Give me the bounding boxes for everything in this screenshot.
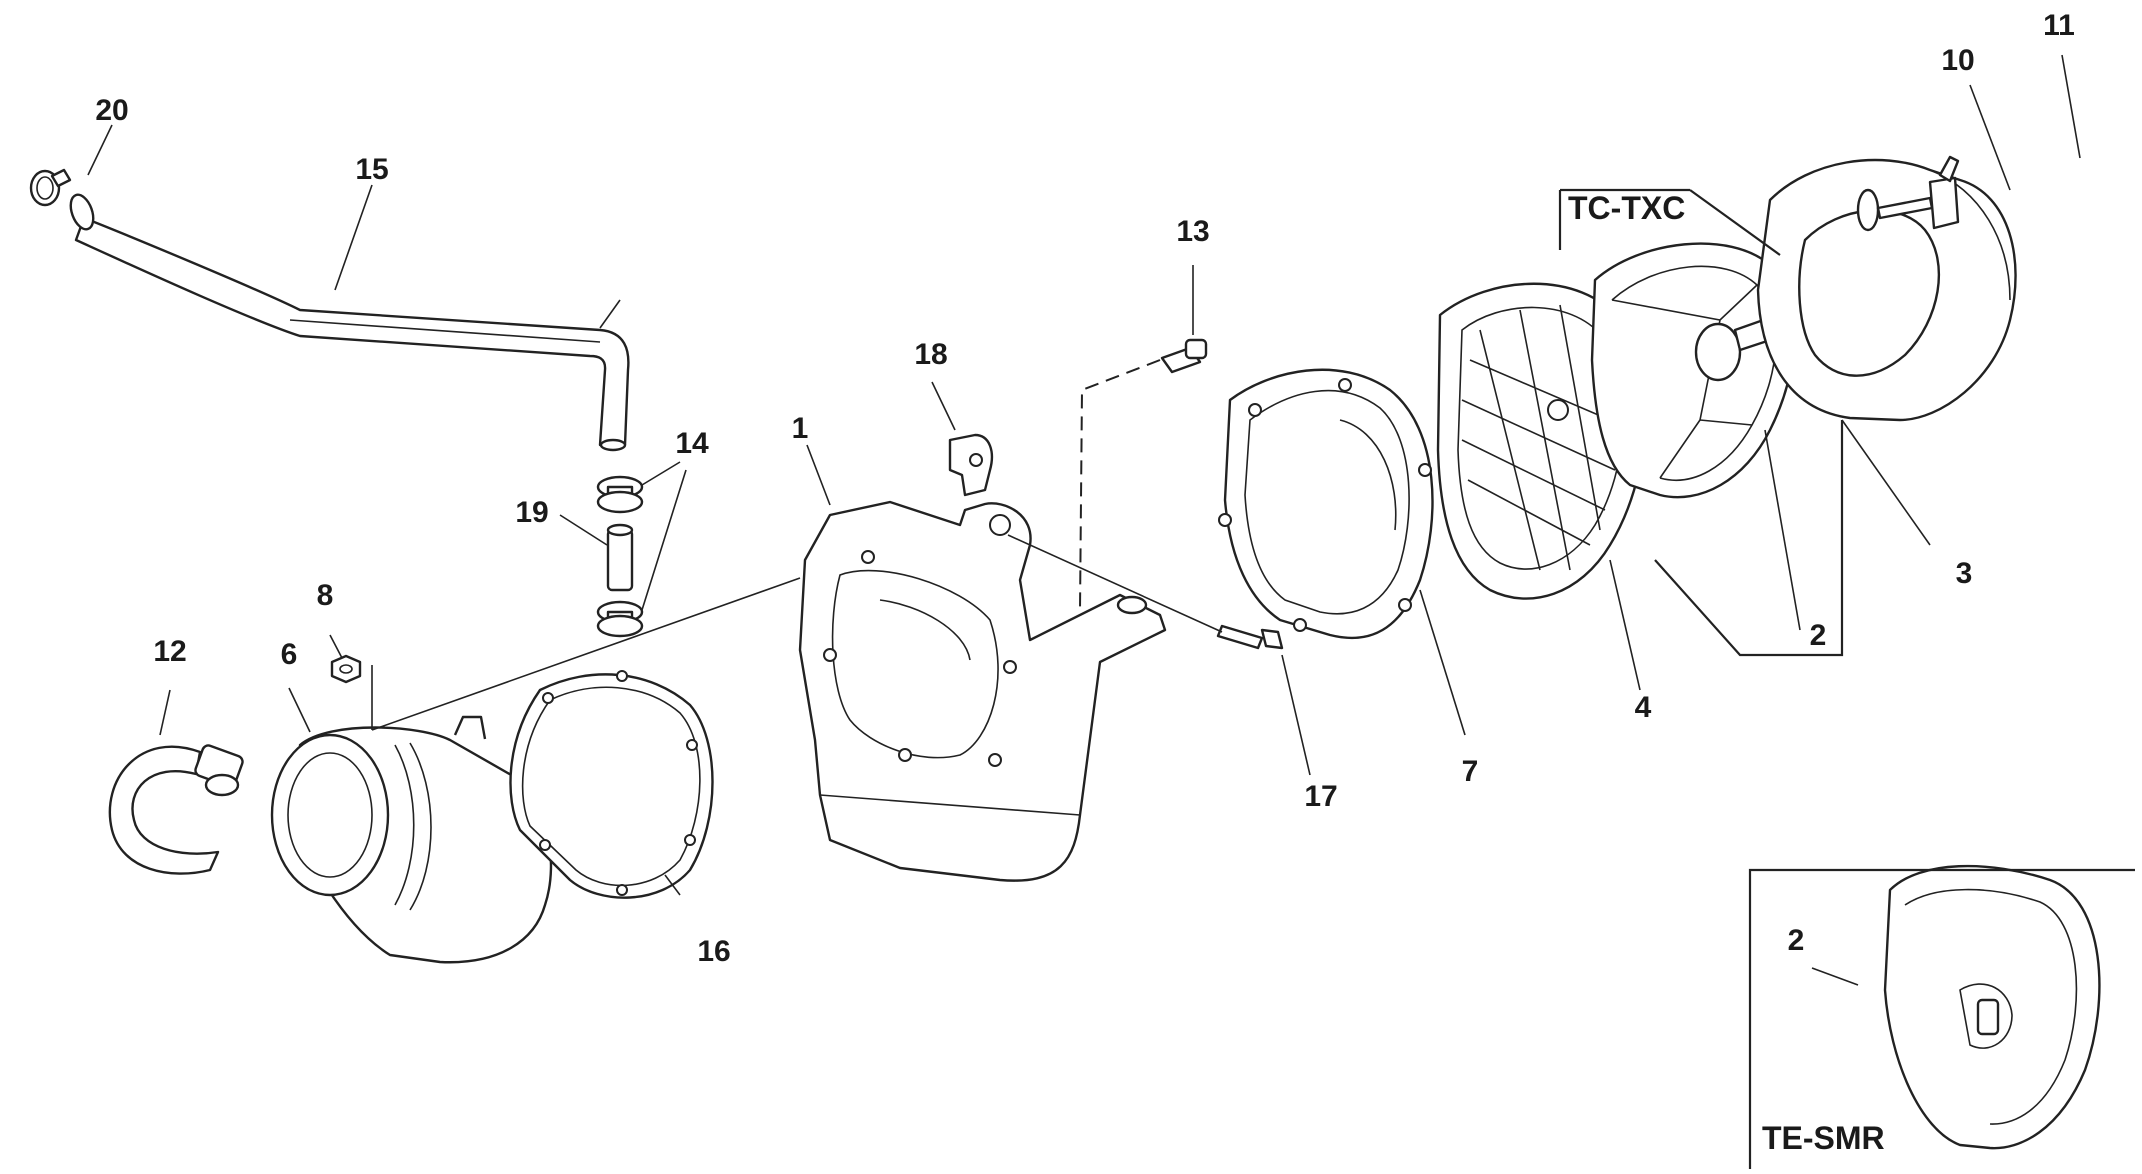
- inset-part-2-filter-cage: [1883, 864, 2101, 1150]
- part-7-filter-frame: [1218, 368, 1434, 640]
- callout-17: 17: [1304, 780, 1338, 813]
- part-8-nut: [330, 654, 362, 684]
- callout-7: 7: [1461, 755, 1479, 788]
- callout-2-inset: 2: [1787, 924, 1805, 957]
- callout-13: 13: [1176, 215, 1210, 248]
- callout-2: 2: [1809, 619, 1827, 652]
- part-11-wing-bolt: [1876, 155, 1960, 230]
- part-10-washer: [1856, 188, 1880, 232]
- part-15-breather-tube: [69, 193, 630, 452]
- callout-19: 19: [515, 496, 549, 529]
- part-6-intake-boot: [270, 715, 553, 964]
- part-16-gasket: [509, 670, 714, 899]
- part-13-screw: [1160, 338, 1208, 374]
- part-14-19-fittings: [596, 475, 644, 638]
- callout-20: 20: [95, 94, 129, 127]
- part-18-clip: [948, 433, 994, 497]
- callout-10: 10: [1941, 44, 1975, 77]
- callout-11: 11: [2043, 9, 2075, 42]
- callout-6: 6: [280, 638, 298, 671]
- callout-1: 1: [791, 412, 809, 445]
- part-17-screw: [1216, 624, 1284, 650]
- variant-label-tc-txc: TC-TXC: [1568, 190, 1686, 226]
- callout-3: 3: [1955, 557, 1973, 590]
- tc-txc-bracket: [1558, 188, 1844, 657]
- part-2-filter-cage: [1590, 242, 1827, 499]
- variant-label-te-smr: TE-SMR: [1762, 1120, 1885, 1156]
- part-1-airbox-housing: [798, 500, 1167, 882]
- callout-18: 18: [914, 338, 948, 371]
- te-smr-inset-frame: [1748, 868, 2135, 1169]
- callout-12: 12: [153, 635, 187, 668]
- callout-14: 14: [675, 427, 709, 460]
- callout-8: 8: [316, 579, 334, 612]
- callout-15: 15: [355, 153, 389, 186]
- callout-4: 4: [1634, 691, 1652, 724]
- callout-16: 16: [697, 935, 731, 968]
- part-20-clamp: [29, 168, 72, 207]
- part-3-foam-filter: [1756, 158, 2017, 422]
- part-12-band-clamp: [108, 744, 244, 875]
